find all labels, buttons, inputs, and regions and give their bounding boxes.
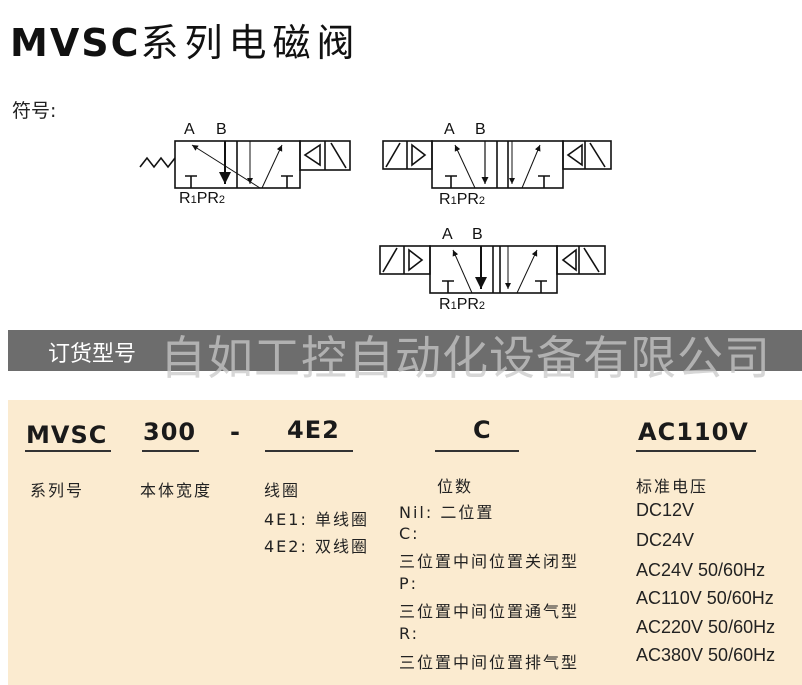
position-option: P:: [399, 574, 419, 593]
position-code: C: [473, 416, 492, 444]
series-code: MVSC: [26, 421, 108, 449]
voltage-label: 标准电压: [636, 477, 709, 496]
width-underline: [142, 450, 199, 452]
series-label: 系列号: [30, 481, 85, 500]
order-section-bar: [8, 330, 802, 371]
position-option: 三位置中间位置排气型: [399, 653, 580, 672]
voltage-code: AC110V: [638, 418, 749, 446]
position-option: Nil: 二位置: [399, 503, 495, 522]
position-option: R:: [399, 624, 420, 643]
symbol-label: 符号:: [12, 100, 57, 122]
dash: -: [230, 418, 241, 446]
voltage-option: AC110V 50/60Hz: [636, 588, 774, 608]
port-b-label: B: [216, 121, 227, 138]
coil-code: 4E2: [287, 416, 340, 444]
valve-symbol-double-solenoid-2: [379, 245, 606, 294]
port-r1p-r2-label: R1PR2: [179, 190, 226, 207]
voltage-option: DC24V: [636, 530, 695, 550]
coil-option: 4E2: 双线圈: [264, 537, 369, 556]
port-r1p-r2-label: R1PR2: [439, 296, 486, 313]
port-b-label: B: [472, 226, 483, 243]
coil-underline: [265, 450, 353, 452]
series-underline: [25, 450, 111, 452]
voltage-option: AC380V 50/60Hz: [636, 645, 776, 665]
position-option: 三位置中间位置通气型: [399, 602, 580, 621]
page-title: MVSC系列电磁阀: [10, 12, 361, 67]
order-section-title: 订货型号: [48, 342, 137, 367]
title-model: MVSC: [10, 21, 141, 65]
voltage-underline: [636, 450, 756, 452]
watermark: 自如工控自动化设备有限公司: [160, 331, 771, 385]
position-option: C:: [399, 524, 420, 543]
title-name: 系列电磁阀: [140, 21, 361, 65]
valve-symbol-double-solenoid-1: [382, 140, 612, 189]
order-code-panel: [8, 400, 802, 685]
port-b-label: B: [475, 121, 486, 138]
voltage-option: AC220V 50/60Hz: [636, 617, 776, 637]
port-a-label: A: [442, 226, 453, 243]
valve-symbol-single-solenoid: [139, 140, 351, 189]
position-label: 位数: [437, 477, 474, 496]
port-r1p-r2-label: R1PR2: [439, 191, 486, 208]
coil-option: 4E1: 单线圈: [264, 510, 369, 529]
port-a-label: A: [444, 121, 455, 138]
position-option: 三位置中间位置关闭型: [399, 552, 580, 571]
port-a-label: A: [184, 121, 195, 138]
width-code: 300: [143, 418, 197, 446]
voltage-option: AC24V 50/60Hz: [636, 560, 766, 580]
voltage-option: DC12V: [636, 500, 695, 520]
coil-label: 线圈: [264, 481, 301, 500]
position-underline: [435, 450, 519, 452]
width-label: 本体宽度: [140, 481, 213, 500]
valve-symbols: [139, 140, 612, 294]
